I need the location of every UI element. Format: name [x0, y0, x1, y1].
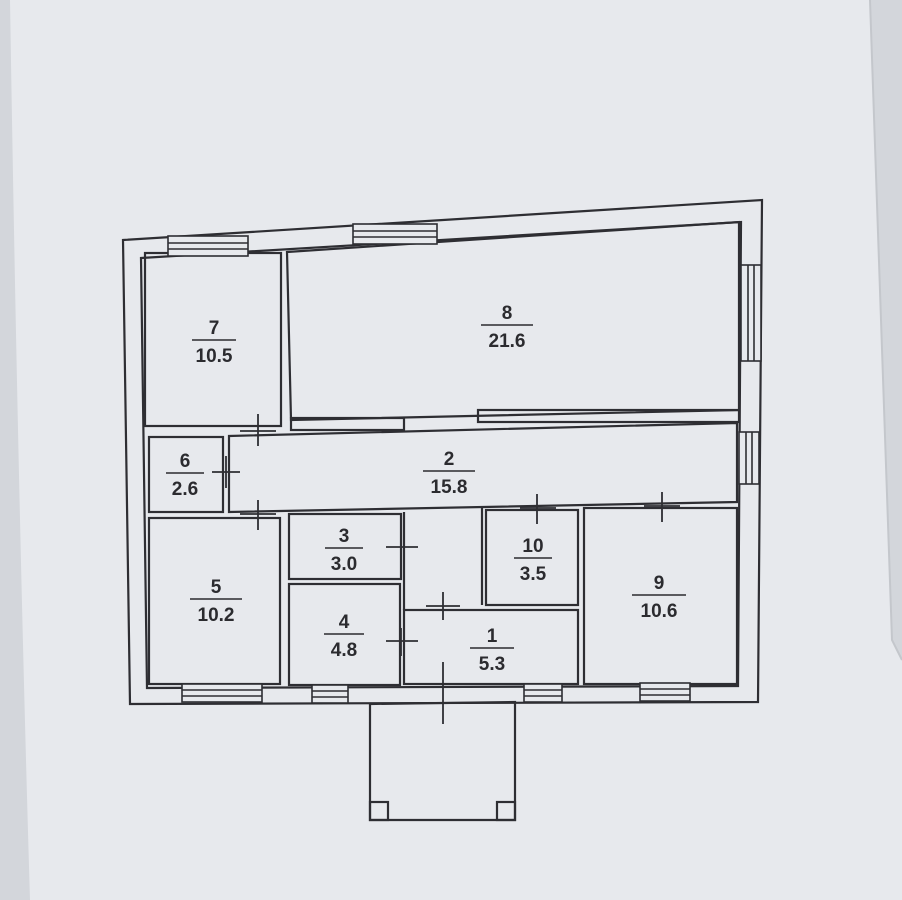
room-6-outline [147, 435, 225, 514]
room-7-area: 10.5 [196, 346, 233, 367]
room-9-area: 10.6 [641, 601, 678, 622]
window-bottom-room1 [523, 683, 563, 703]
room-3-number: 3 [339, 526, 350, 547]
room-1-area: 5.3 [479, 654, 505, 675]
room-2-area: 15.8 [431, 477, 468, 498]
room-6-number: 6 [180, 451, 191, 472]
room-10-outline [484, 508, 580, 607]
doors [212, 414, 680, 724]
room-8-area: 21.6 [489, 331, 526, 352]
room-labels [166, 324, 686, 649]
window-top-left [167, 235, 249, 257]
walls [121, 198, 764, 822]
outer-wall-outer [121, 198, 764, 706]
porch-post-left [368, 800, 390, 822]
window-right-upper [740, 264, 762, 362]
room-10-number: 10 [522, 536, 543, 557]
porch-post-right [495, 800, 517, 822]
room-5-area: 10.2 [198, 605, 235, 626]
window-right-lower [738, 431, 760, 485]
window-bottom-room9 [639, 682, 691, 702]
room-5-number: 5 [211, 577, 222, 598]
room-3-area: 3.0 [331, 554, 357, 575]
outer-wall-inner [139, 220, 743, 690]
windows [167, 223, 762, 704]
window-top-middle [352, 223, 438, 245]
hall-wall-right [476, 408, 741, 424]
hall-wall-left [289, 416, 406, 432]
room-1-number: 1 [487, 626, 498, 647]
room-1-outline [402, 608, 580, 686]
room-8-number: 8 [502, 303, 513, 324]
paper-fold [869, 0, 902, 661]
room-10-area: 3.5 [520, 564, 547, 585]
room-4-number: 4 [339, 612, 350, 633]
window-bottom-room4 [311, 684, 349, 704]
room-4-area: 4.8 [331, 640, 357, 661]
room-2-outline [227, 421, 739, 514]
room-2-number: 2 [444, 449, 455, 470]
room-text: 7 10.5 8 21.6 2 15.8 6 2.6 5 10.2 3 3.0 … [172, 303, 678, 675]
room-9-number: 9 [654, 573, 665, 594]
window-bottom-room5 [181, 683, 263, 703]
room-6-area: 2.6 [172, 479, 198, 500]
room-7-number: 7 [209, 318, 220, 339]
